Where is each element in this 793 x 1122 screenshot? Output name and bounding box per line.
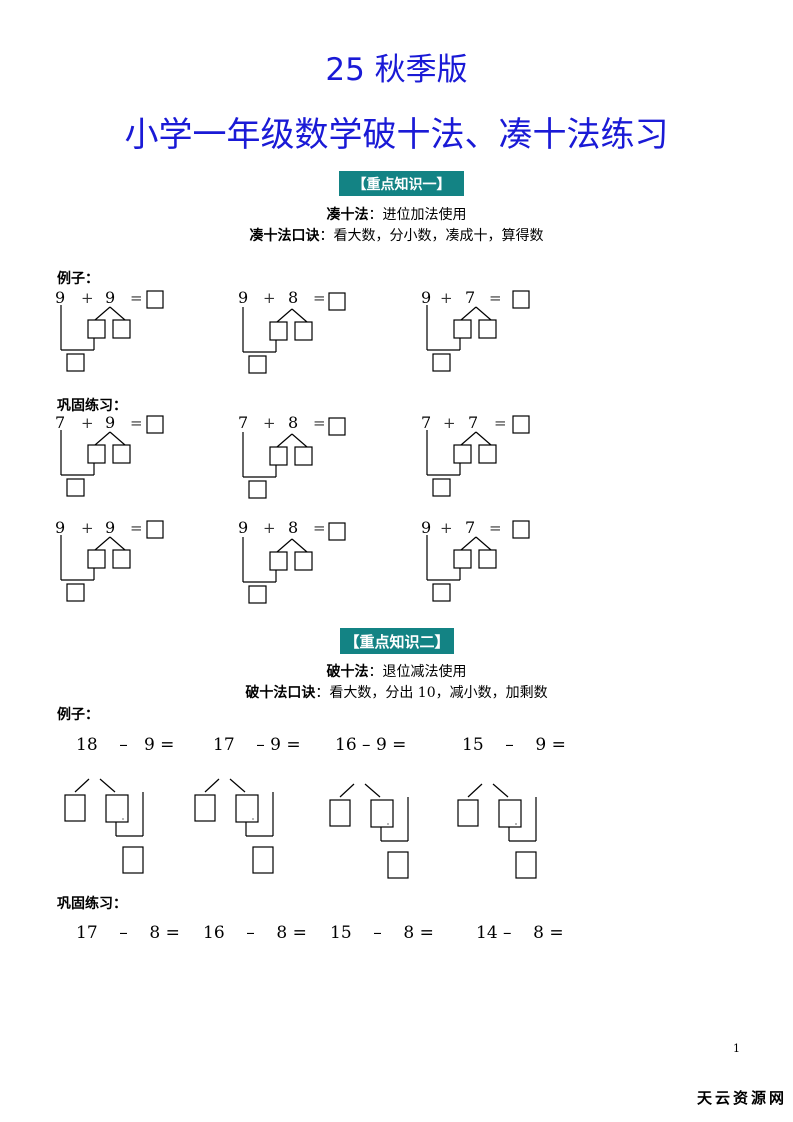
plus-sign: + xyxy=(443,414,456,432)
plus-sign: + xyxy=(263,519,276,537)
subtraction-example: 18 – 9 = xyxy=(76,735,175,755)
subtraction-diagram xyxy=(64,778,144,874)
rule-text: 进位加法使用 xyxy=(382,207,467,223)
addend-b: 7 xyxy=(465,288,476,307)
page-title-line2: 小学一年级数学破十法、凑十法练习 xyxy=(124,115,669,155)
subtraction-diagram xyxy=(194,778,274,874)
subtraction-practice: 17 – 8 = xyxy=(76,923,180,943)
section2-rule: 破十法：退位减法使用 xyxy=(326,664,467,680)
subtraction-example: 16 – 9 = xyxy=(335,735,407,755)
mnemonic-text: 看大数，分小数，凑成十，算得数 xyxy=(333,228,544,244)
plus-sign: + xyxy=(263,289,276,307)
addend-a: 9 xyxy=(55,518,66,537)
plus-sign: + xyxy=(440,289,453,307)
addend-a: 9 xyxy=(238,518,249,537)
addend-a: 7 xyxy=(55,413,66,432)
page-title-line1: 25 秋季版 xyxy=(325,52,468,88)
practice-label: 巩固练习： xyxy=(57,398,127,414)
section2-badge: 【重点知识二】 xyxy=(340,628,454,654)
rule-name: 破十法 xyxy=(326,664,369,680)
addend-a: 7 xyxy=(238,413,249,432)
plus-sign: + xyxy=(263,414,276,432)
subtraction-example: 17 – 9 = xyxy=(213,735,301,755)
equals-sign: = xyxy=(313,414,326,432)
subtraction-practice: 15 – 8 = xyxy=(330,923,434,943)
addend-b: 7 xyxy=(468,413,479,432)
section1-mnemonic: 凑十法口诀：看大数，分小数，凑成十，算得数 xyxy=(249,228,544,244)
equals-sign: = xyxy=(130,414,143,432)
plus-sign: + xyxy=(81,414,94,432)
mnemonic-text: 看大数，分出 10，减小数，加剩数 xyxy=(329,685,548,701)
equals-sign: = xyxy=(489,289,502,307)
addend-a: 9 xyxy=(55,288,66,307)
addend-a: 9 xyxy=(238,288,249,307)
section2-mnemonic: 破十法口诀：看大数，分出 10，减小数，加剩数 xyxy=(245,685,548,701)
addend-b: 9 xyxy=(105,413,116,432)
rule-name: 凑十法 xyxy=(326,207,369,223)
mnemonic-name: 破十法口诀 xyxy=(245,685,316,701)
equals-sign: = xyxy=(313,519,326,537)
subtraction-example: 15 – 9 = xyxy=(462,735,566,755)
subtraction-diagram xyxy=(457,783,537,879)
section1-rule: 凑十法：进位加法使用 xyxy=(326,207,467,223)
rule-text: 退位减法使用 xyxy=(382,664,467,680)
mnemonic-name: 凑十法口诀 xyxy=(249,228,320,244)
addend-a: 9 xyxy=(421,518,432,537)
subtraction-practice: 16 – 8 = xyxy=(203,923,307,943)
plus-sign: + xyxy=(440,519,453,537)
subtraction-diagram xyxy=(329,783,409,879)
addend-b: 8 xyxy=(288,518,299,537)
plus-sign: + xyxy=(81,289,94,307)
equals-sign: = xyxy=(494,414,507,432)
equals-sign: = xyxy=(130,519,143,537)
subtraction-practice: 14 – 8 = xyxy=(476,923,564,943)
addend-b: 8 xyxy=(288,288,299,307)
addend-b: 8 xyxy=(288,413,299,432)
addend-a: 7 xyxy=(421,413,432,432)
practice-label: 巩固练习： xyxy=(57,896,127,912)
addend-b: 7 xyxy=(465,518,476,537)
example-label: 例子： xyxy=(57,707,99,723)
page-number: 1 xyxy=(733,1042,740,1055)
section1-badge: 【重点知识一】 xyxy=(339,171,464,196)
addend-b: 9 xyxy=(105,288,116,307)
example-label: 例子： xyxy=(57,271,99,287)
equals-sign: = xyxy=(489,519,502,537)
addend-b: 9 xyxy=(105,518,116,537)
equals-sign: = xyxy=(313,289,326,307)
plus-sign: + xyxy=(81,519,94,537)
watermark-logo: 天云资源网 xyxy=(697,1089,788,1107)
addend-a: 9 xyxy=(421,288,432,307)
equals-sign: = xyxy=(130,289,143,307)
